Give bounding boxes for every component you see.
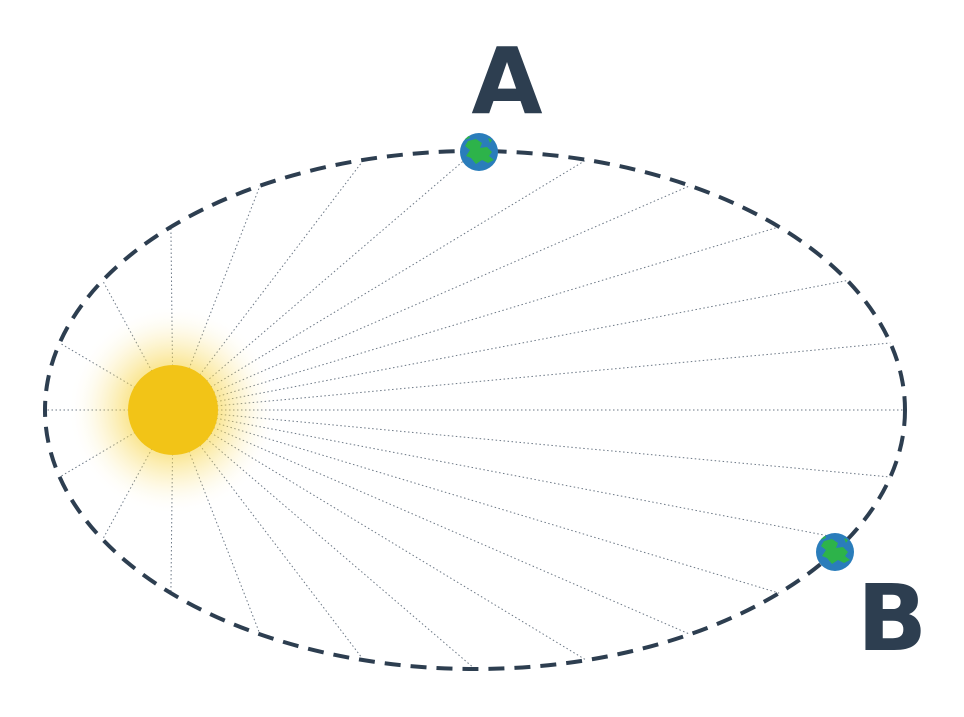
- sweep-ray: [172, 280, 848, 411]
- earth-icon: [460, 133, 498, 171]
- sweep-ray: [172, 409, 848, 540]
- sweep-ray: [172, 342, 891, 411]
- earth-icon: [816, 533, 854, 571]
- point-a-label: A: [471, 28, 542, 135]
- sweep-ray: [172, 409, 780, 594]
- sweep-ray: [170, 226, 174, 411]
- sweep-ray: [170, 409, 174, 594]
- sun-icon: [68, 305, 278, 515]
- point-b-label: B: [857, 565, 927, 672]
- sweep-ray: [172, 409, 891, 478]
- sweep-ray: [172, 226, 780, 411]
